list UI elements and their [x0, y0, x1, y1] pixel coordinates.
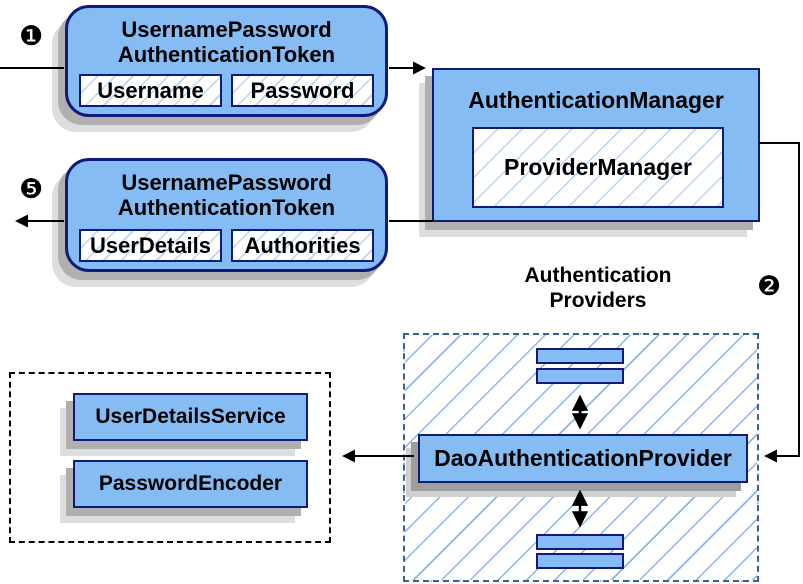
provider-placeholder-bar — [536, 348, 624, 364]
authentication-providers-label-line2: Providers — [549, 289, 647, 312]
step-1-badge: ❶ — [19, 21, 44, 52]
token-result-title: UsernamePassword AuthenticationToken — [68, 170, 385, 220]
authentication-manager-title: AuthenticationManager — [468, 87, 724, 113]
token-request-title-line2: AuthenticationToken — [117, 42, 336, 67]
token-request-title: UsernamePassword AuthenticationToken — [68, 17, 385, 67]
username-password-token-result-box: UsernamePassword AuthenticationToken Use… — [65, 158, 388, 272]
step-5-badge: ❺ — [19, 174, 44, 205]
authentication-manager-box: AuthenticationManager ProviderManager — [432, 68, 760, 222]
token-result-title-line1: UsernamePassword — [121, 170, 332, 195]
token-request-fields: Username Password — [79, 74, 374, 107]
username-password-token-request-box: UsernamePassword AuthenticationToken Use… — [65, 5, 388, 117]
provider-placeholder-bar — [536, 368, 624, 384]
user-details-field-chip: UserDetails — [79, 229, 222, 262]
username-field-chip: Username — [79, 74, 222, 107]
provider-placeholder-bar — [536, 534, 624, 550]
token-result-fields: UserDetails Authorities — [79, 229, 374, 262]
provider-placeholder-bar — [536, 553, 624, 569]
dao-authentication-provider-box: DaoAuthenticationProvider — [418, 434, 748, 483]
provider-manager-box: ProviderManager — [472, 127, 724, 208]
token-result-title-line2: AuthenticationToken — [117, 195, 336, 220]
authentication-providers-box: DaoAuthenticationProvider — [403, 333, 759, 582]
password-field-chip: Password — [231, 74, 374, 107]
authentication-providers-label: Authentication Providers — [433, 263, 763, 313]
user-details-service-box: UserDetailsService — [73, 393, 308, 441]
password-encoder-box: PasswordEncoder — [73, 460, 308, 508]
authentication-providers-label-line1: Authentication — [524, 264, 672, 287]
token-request-title-line1: UsernamePassword — [121, 17, 332, 42]
authorities-field-chip: Authorities — [231, 229, 374, 262]
